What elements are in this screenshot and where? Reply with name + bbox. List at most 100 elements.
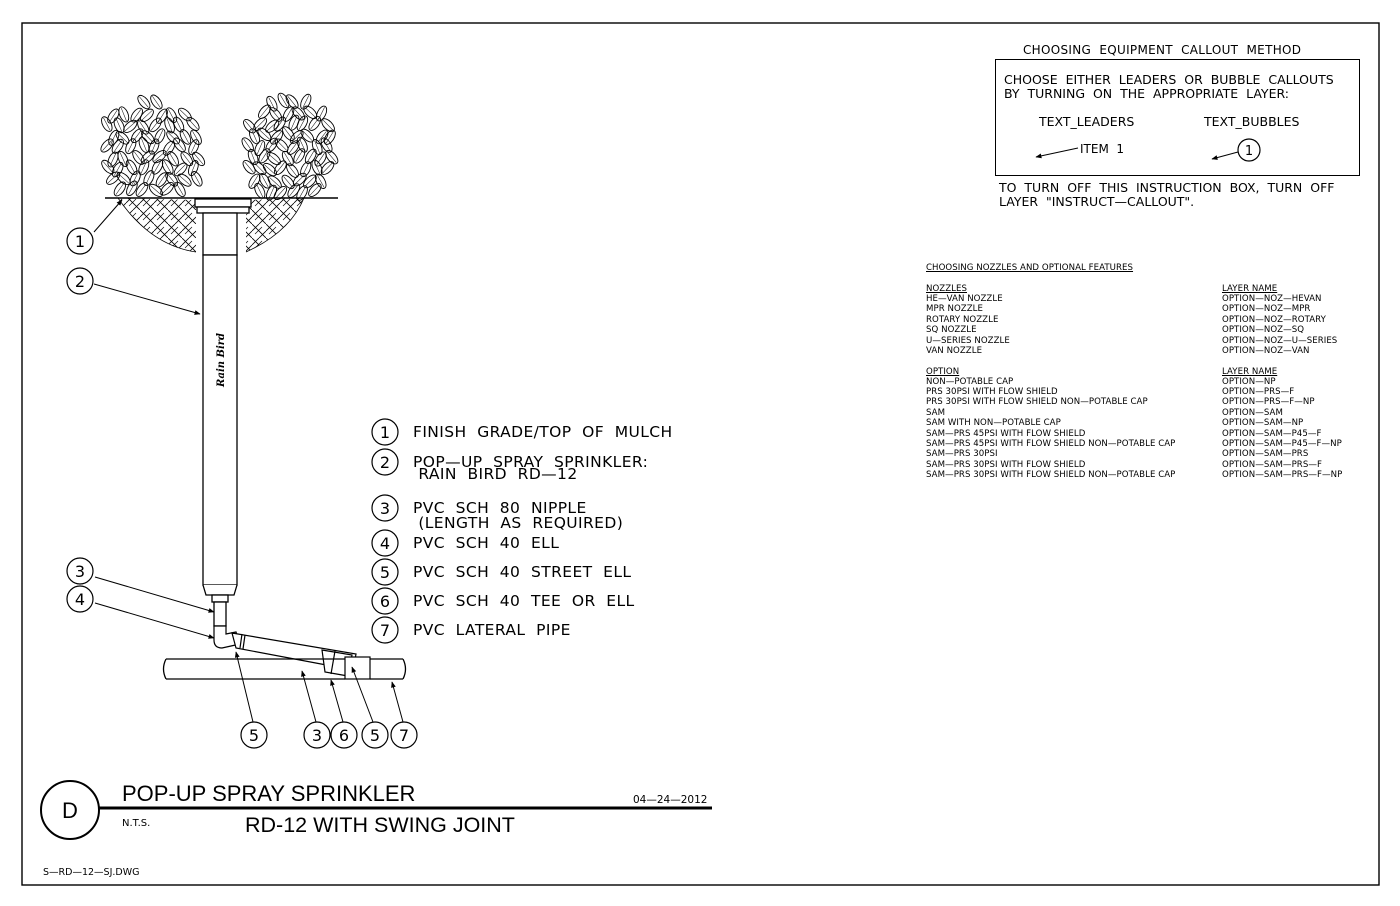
leaf-vein — [119, 152, 127, 166]
leaf-vein — [317, 131, 327, 143]
leaf — [143, 170, 155, 187]
nozzle-layer: OPTION—NOZ—U—SERIES — [1222, 335, 1338, 346]
nozzle-name: VAN NOZZLE — [926, 346, 983, 356]
svg-text:4: 4 — [75, 590, 85, 609]
leaf — [132, 150, 145, 165]
leaf-vein — [109, 110, 118, 123]
option-layer: OPTION—SAM—PRS — [1222, 449, 1309, 460]
leaf — [130, 128, 144, 144]
leaf — [152, 150, 167, 164]
svg-text:5: 5 — [370, 726, 380, 745]
leaf-vein — [150, 185, 162, 196]
nozzles-layer-header: LAYER NAME — [1222, 284, 1278, 294]
leaf-vein — [244, 120, 255, 132]
legend-item-2-line-2: RAIN BIRD RD—12 — [413, 465, 578, 483]
svg-text:3: 3 — [75, 562, 85, 581]
leaf-vein — [284, 107, 293, 121]
leaf-vein — [275, 162, 285, 174]
leaf — [277, 92, 290, 109]
legend-number: 4 — [380, 534, 390, 553]
leaf-vein — [156, 129, 164, 143]
leaf-vein — [139, 96, 149, 108]
leaf-vein — [290, 116, 298, 130]
left-shrub — [100, 94, 206, 198]
leaf-vein — [157, 110, 166, 123]
leaf-vein — [118, 173, 129, 184]
nozzle-name: HE—VAN NOZZLE — [926, 294, 1003, 304]
leaf-vein — [299, 138, 306, 152]
leaf — [186, 116, 200, 131]
leaf-vein — [287, 96, 297, 108]
leaf-vein — [124, 121, 136, 132]
leaf — [320, 137, 333, 153]
nozzle-name: SQ NOZZLE — [926, 325, 977, 336]
turnoff-note-line-2: LAYER "INSTRUCT—CALLOUT". — [999, 194, 1195, 209]
svg-text:5: 5 — [249, 726, 259, 745]
leaf-vein — [289, 184, 299, 197]
leaf-vein — [243, 138, 252, 151]
svg-text:2: 2 — [75, 272, 85, 291]
legend-bubbles — [371, 418, 399, 644]
leaf — [258, 104, 271, 119]
leaf-vein — [305, 107, 316, 118]
leaf — [123, 119, 138, 133]
option-name: SAM—PRS 30PSI WITH FLOW SHIELD NON—POTAB… — [926, 470, 1176, 481]
leaf — [274, 160, 287, 175]
leaf-vein — [314, 140, 321, 154]
legend-item-2-line-1: POP—UP SPRAY SPRINKLER: — [413, 453, 649, 471]
leaf — [270, 130, 284, 145]
leaf — [160, 182, 175, 196]
leaf-vein — [175, 164, 186, 175]
callout-5-tee: 5 — [361, 721, 389, 749]
leaf — [166, 130, 180, 145]
leaf-vein — [271, 131, 282, 143]
leaf — [262, 162, 277, 177]
leaf-vein — [128, 182, 136, 195]
leaf-vein — [298, 117, 306, 130]
leaf — [107, 151, 119, 168]
callout-7: 7 — [390, 721, 418, 749]
leaf — [108, 129, 120, 146]
leaf — [172, 116, 185, 133]
leaf-vein — [190, 140, 197, 154]
leaf-vein — [175, 118, 182, 131]
leaf-vein — [259, 129, 270, 140]
leaf — [125, 159, 138, 176]
leaf-vein — [322, 138, 331, 152]
leaf — [165, 172, 179, 187]
leaf — [282, 106, 295, 122]
nozzles-header: NOZZLES — [926, 284, 967, 294]
leaf — [266, 95, 278, 112]
callout-4: 4 — [66, 585, 94, 613]
leaf-vein — [264, 164, 276, 175]
option-name: SAM—PRS 45PSI WITH FLOW SHIELD — [926, 428, 1086, 439]
leaf-vein — [322, 162, 333, 174]
option-name: PRS 30PSI WITH FLOW SHIELD — [926, 386, 1058, 397]
detail-letter: D — [62, 798, 78, 823]
leaf-vein — [188, 118, 198, 130]
leaf — [190, 129, 202, 145]
leaf-vein — [310, 117, 320, 130]
leaf-vein — [113, 163, 122, 176]
leaf-vein — [250, 175, 259, 188]
legend-item-5-line-1: PVC SCH 40 STREET ELL — [413, 563, 632, 581]
leaf — [281, 174, 295, 190]
leaf-vein — [169, 152, 177, 165]
leaf-vein — [283, 176, 293, 188]
leaf-vein — [250, 150, 256, 164]
leaf — [269, 107, 283, 122]
nozzle-layer: OPTION—NOZ—ROTARY — [1222, 314, 1326, 325]
text-bubbles-label: TEXT_BUBBLES — [1204, 114, 1300, 129]
leaf-vein — [166, 118, 173, 132]
leaf-vein — [157, 173, 166, 186]
leaf-vein — [117, 132, 128, 143]
nozzle-name: U—SERIES NOZZLE — [926, 335, 1010, 346]
detail-title: POP-UP SPRAY SPRINKLER — [122, 781, 416, 806]
leaf-vein — [132, 109, 142, 121]
leaf-vein — [325, 131, 334, 144]
title-block: D — [40, 780, 712, 840]
option-layer: OPTION—SAM—PRS—F — [1222, 459, 1322, 470]
leaf — [177, 107, 192, 122]
leaf-vein — [142, 131, 153, 143]
